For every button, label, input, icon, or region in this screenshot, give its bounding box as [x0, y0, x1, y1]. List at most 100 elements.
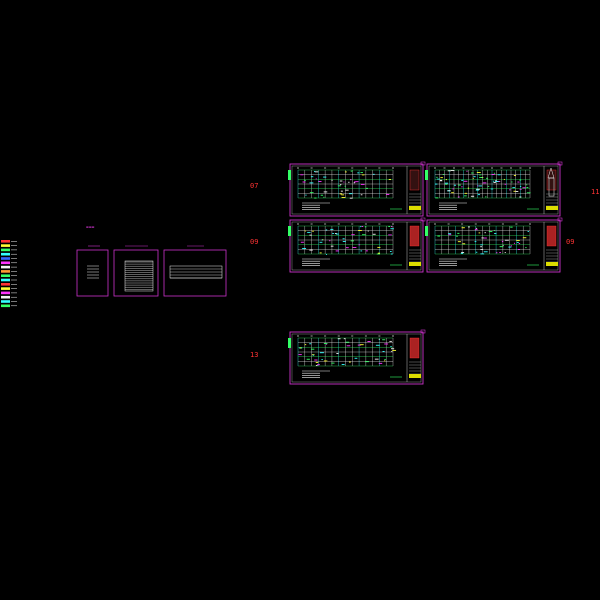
- annotation-mark: [435, 197, 439, 199]
- annotation-mark: [452, 188, 455, 190]
- annotation-mark: [525, 247, 527, 249]
- annotation-mark: [439, 179, 442, 181]
- annotation-mark: [504, 239, 509, 241]
- annotation-mark: [494, 180, 497, 182]
- annotation-mark: [302, 248, 307, 249]
- annotation-mark: [360, 172, 363, 174]
- annotation-mark: [317, 364, 320, 366]
- annotation-mark: [388, 179, 392, 180]
- annotation-mark: [450, 170, 455, 171]
- annotation-mark: [346, 345, 351, 347]
- axis-bubble: [337, 167, 340, 169]
- annotation-mark: [351, 234, 355, 236]
- axis-bubble: [364, 167, 367, 169]
- legend-swatch: [1, 261, 10, 265]
- annotation-mark: [462, 243, 466, 245]
- annotation-mark: [480, 244, 483, 246]
- axis-bubble: [447, 223, 450, 225]
- annotation-mark: [299, 347, 302, 349]
- annotation-mark: [526, 184, 528, 186]
- axis-bubble: [310, 167, 313, 169]
- annotation-mark: [490, 188, 494, 190]
- axis-bubble: [453, 167, 455, 169]
- sheet-inner-frame: [291, 333, 422, 383]
- annotation-mark: [494, 233, 497, 235]
- annotation-mark: [325, 229, 328, 231]
- annotation-mark: [478, 185, 483, 187]
- sheet-frame: [289, 219, 424, 273]
- annotation-mark: [377, 246, 381, 248]
- annotation-mark: [468, 226, 470, 228]
- annotation-mark: [461, 252, 465, 253]
- annotation-mark: [365, 250, 368, 252]
- small-sheet-contents: [87, 245, 223, 292]
- axis-bubble: [500, 167, 503, 169]
- annotation-mark: [350, 170, 353, 172]
- axis-bubble: [297, 223, 299, 225]
- annotation-mark: [300, 241, 304, 243]
- annotation-mark: [475, 189, 480, 191]
- annotation-mark: [334, 232, 337, 234]
- annotation-mark: [390, 345, 392, 347]
- annotation-mark: [374, 358, 379, 360]
- annotation-mark: [314, 359, 318, 361]
- annotation-mark: [366, 187, 368, 189]
- annotation-mark: [305, 194, 307, 196]
- annotation-mark: [342, 238, 345, 240]
- axis-bubble: [474, 223, 477, 225]
- axis-bubble: [434, 167, 436, 169]
- annotation-mark: [342, 240, 346, 242]
- annotation-mark: [463, 180, 468, 182]
- annotation-mark: [309, 234, 312, 236]
- annotation-mark: [367, 341, 371, 342]
- annotation-mark: [314, 197, 317, 199]
- axis-bubble: [501, 223, 504, 225]
- annotation-mark: [485, 177, 489, 179]
- sheet-label-bottom-left: 13: [250, 351, 259, 359]
- annotation-mark: [329, 240, 331, 242]
- title-block-key-plan: [409, 225, 420, 247]
- annotation-mark: [314, 171, 316, 172]
- annotation-mark: [516, 240, 520, 242]
- annotation-mark: [340, 184, 342, 186]
- annotation-mark: [437, 235, 441, 237]
- axis-bubble: [515, 223, 518, 225]
- annotation-mark: [312, 230, 314, 232]
- annotation-mark: [344, 171, 347, 173]
- axis-bubble: [434, 223, 436, 225]
- sheet-notes[interactable]: [163, 249, 227, 297]
- axis-bubble: [529, 167, 531, 169]
- annotation-mark: [349, 197, 353, 199]
- axis-bubble: [519, 167, 522, 169]
- annotation-mark: [359, 344, 364, 346]
- sheet-frame: [426, 219, 561, 273]
- annotation-mark: [323, 360, 328, 362]
- annotation-mark: [436, 176, 438, 178]
- legend-swatch: [1, 304, 10, 308]
- annotation-mark: [357, 172, 360, 174]
- axis-bubble: [351, 335, 354, 337]
- annotation-mark: [315, 178, 317, 180]
- annotation-mark: [504, 183, 507, 185]
- annotation-mark: [517, 181, 520, 183]
- layer-legend: [1, 240, 17, 308]
- annotation-mark: [343, 338, 346, 340]
- annotation-mark: [389, 251, 392, 252]
- sheet-index[interactable]: [113, 249, 159, 297]
- annotation-mark: [378, 338, 380, 340]
- annotation-mark: [361, 226, 364, 227]
- annotation-mark: [386, 194, 390, 195]
- annotation-mark: [390, 253, 393, 255]
- legend-swatch: [1, 287, 10, 290]
- title-block-stamp: [409, 374, 421, 378]
- axis-bubble: [337, 335, 340, 337]
- annotation-mark: [323, 191, 328, 193]
- annotation-mark: [319, 241, 323, 243]
- annotation-mark: [456, 235, 458, 237]
- group-caption-mark: ▬▬▬: [86, 225, 95, 229]
- axis-bubble: [351, 223, 354, 225]
- annotation-mark: [341, 197, 346, 198]
- sheet-cover[interactable]: [76, 249, 109, 297]
